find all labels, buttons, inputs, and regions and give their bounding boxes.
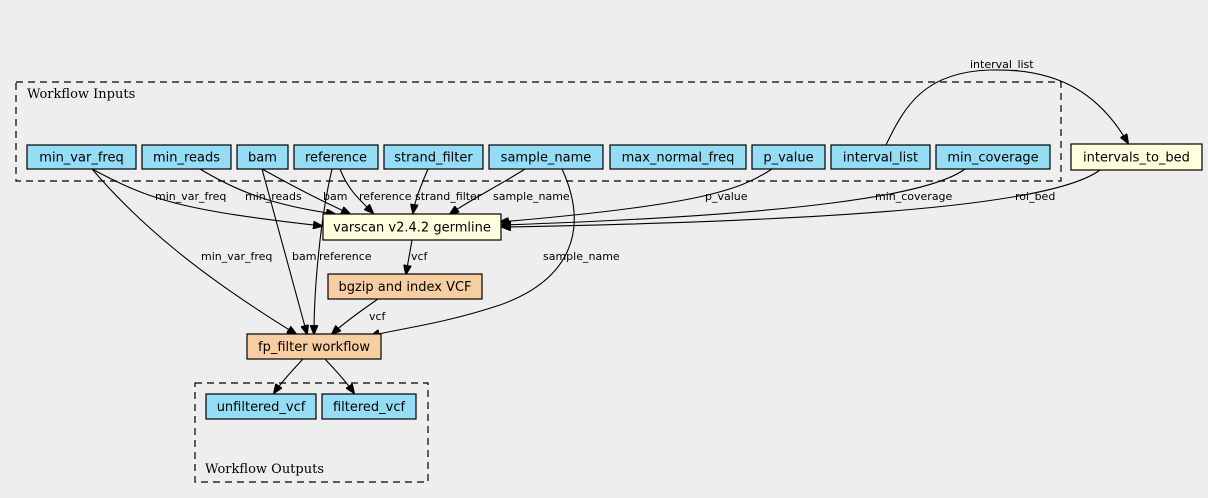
node-max-normal-freq-label: max_normal_freq (622, 151, 735, 166)
edge-strand-filter-to-varscan (413, 168, 429, 213)
node-interval-list[interactable]: interval_list (830, 144, 931, 170)
edge-varscan-to-bgzip (406, 239, 413, 274)
node-max-normal-freq[interactable]: max_normal_freq (609, 144, 747, 170)
workflow-inputs-label: Workflow Inputs (27, 87, 135, 102)
edge-label-reference-fp: reference (319, 250, 372, 263)
node-sample-name-label: sample_name (501, 151, 592, 166)
edge-min-var-freq-to-fp-filter (91, 168, 296, 334)
edge-label-vcf-bgzip: vcf (369, 310, 387, 323)
node-unfiltered-vcf[interactable]: unfiltered_vcf (205, 393, 317, 420)
edge-bam-to-fp-filter (261, 168, 307, 334)
edge-min-var-freq-to-varscan (91, 168, 322, 226)
node-reference[interactable]: reference (293, 144, 379, 170)
edge-interval-list-to-intervals-to-bed (885, 69, 1128, 146)
node-min-coverage-label: min_coverage (947, 151, 1038, 166)
node-fp-filter-label: fp_filter workflow (258, 340, 370, 355)
edge-fp-filter-to-unfiltered-vcf (274, 358, 304, 393)
edge-fp-filter-to-filtered-vcf (324, 358, 354, 393)
node-strand-filter-label: strand_filter (394, 151, 473, 166)
edge-reference-to-varscan (339, 168, 373, 213)
edges (91, 69, 1128, 393)
node-bam[interactable]: bam (236, 144, 289, 170)
node-intervals-to-bed-label: intervals_to_bed (1083, 151, 1190, 166)
node-bgzip-label: bgzip and index VCF (338, 280, 471, 295)
node-interval-list-label: interval_list (843, 151, 918, 166)
workflow-outputs-label: Workflow Outputs (205, 462, 324, 477)
edge-label-vcf-varscan: vcf (411, 250, 429, 263)
node-min-var-freq[interactable]: min_var_freq (26, 144, 137, 170)
node-min-coverage[interactable]: min_coverage (935, 144, 1051, 170)
edge-sample-name-to-varscan (450, 168, 526, 214)
output-nodes: unfiltered_vcf filtered_vcf (205, 393, 417, 420)
workflow-outputs-cluster: Workflow Outputs (194, 382, 429, 483)
edge-label-sample-name-fp: sample_name (543, 250, 620, 263)
edge-label-min-coverage: min_coverage (875, 190, 953, 203)
node-min-reads-label: min_reads (153, 151, 220, 166)
edge-labels: interval_list min_var_freq min_reads bam… (155, 58, 1055, 323)
edge-sample-name-to-fp-filter (371, 168, 575, 336)
edge-label-bam-fp: bam (292, 250, 316, 263)
edge-label-bam: bam (323, 190, 347, 203)
edge-label-reference: reference (359, 190, 412, 203)
edge-min-reads-to-varscan (199, 168, 335, 214)
step-nodes: intervals_to_bed varscan v2.4.2 germline… (246, 143, 1203, 360)
edge-label-min-var-freq: min_var_freq (155, 190, 226, 203)
edge-bgzip-to-fp-filter (332, 298, 379, 334)
node-varscan[interactable]: varscan v2.4.2 germline (322, 213, 502, 241)
edge-label-min-reads: min_reads (245, 190, 302, 203)
node-unfiltered-vcf-label: unfiltered_vcf (217, 400, 306, 415)
node-reference-label: reference (305, 151, 367, 166)
edge-reference-to-fp-filter (314, 168, 333, 334)
node-bam-label: bam (248, 151, 277, 166)
node-filtered-vcf[interactable]: filtered_vcf (321, 393, 417, 420)
edge-bam-to-varscan (261, 168, 350, 214)
input-nodes: min_var_freq min_reads bam reference str… (26, 144, 1051, 170)
node-bgzip[interactable]: bgzip and index VCF (327, 273, 483, 300)
node-strand-filter[interactable]: strand_filter (383, 144, 484, 170)
node-fp-filter[interactable]: fp_filter workflow (246, 333, 382, 360)
node-intervals-to-bed[interactable]: intervals_to_bed (1070, 143, 1203, 171)
edge-label-strand-filter: strand_filter (415, 190, 482, 203)
node-sample-name[interactable]: sample_name (488, 144, 604, 170)
edge-label-min-var-freq-fp: min_var_freq (201, 250, 272, 263)
node-min-var-freq-label: min_var_freq (39, 151, 123, 166)
edge-p-value-to-varscan (500, 168, 773, 222)
node-p-value[interactable]: p_value (751, 144, 826, 170)
edge-intervals-to-bed-to-varscan (502, 169, 1101, 227)
workflow-inputs-cluster: Workflow Inputs (15, 81, 1062, 182)
edge-label-sample-name: sample_name (493, 190, 570, 203)
edge-label-interval-list: interval_list (970, 58, 1034, 71)
node-min-reads[interactable]: min_reads (141, 144, 232, 170)
node-p-value-label: p_value (763, 151, 813, 166)
edge-label-roi-bed: roi_bed (1015, 190, 1055, 203)
edge-label-p-value: p_value (705, 190, 748, 203)
node-varscan-label: varscan v2.4.2 germline (333, 221, 491, 236)
node-filtered-vcf-label: filtered_vcf (333, 400, 406, 415)
edge-min-coverage-to-varscan (502, 168, 966, 225)
